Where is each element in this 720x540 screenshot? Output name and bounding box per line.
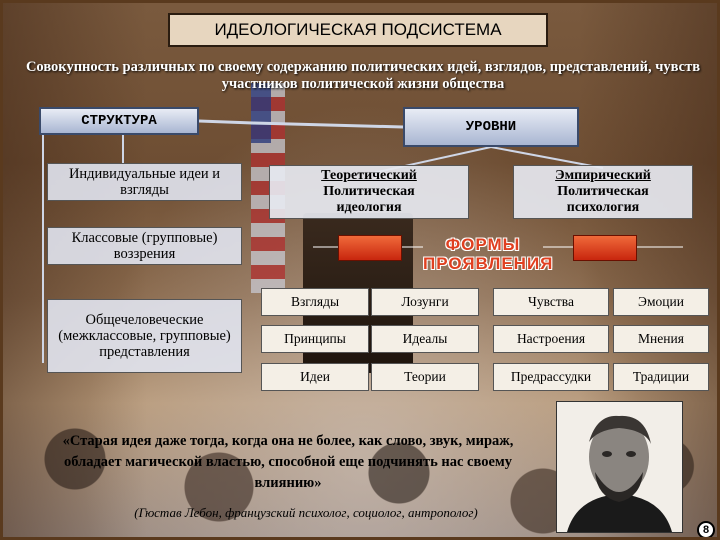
form-cell: Чувства [493,288,609,316]
definition-text: Совокупность различных по своему содержа… [25,59,701,92]
level-theoretical-line3: идеология [336,200,402,215]
level-empirical-title: Эмпирический [555,168,651,183]
portrait-drawing [557,402,682,532]
level-theoretical-title: Теоретический [321,168,417,183]
form-cell: Принципы [261,325,369,353]
flag-canton [251,83,271,143]
form-cell: Идеалы [371,325,479,353]
structure-item-class: Классовые (групповые) воззрения [47,227,242,265]
page-number: 8 [697,521,715,537]
page-title: ИДЕОЛОГИЧЕСКАЯ ПОДСИСТЕМА [168,13,548,47]
forms-heading-line2: ПРОЯВЛЕНИЯ [423,254,554,273]
structure-item-individual: Индивидуальные идеи и взгляды [47,163,242,201]
form-cell: Эмоции [613,288,709,316]
quote-author: (Гюстав Лебон, французский психолог, соц… [134,505,478,520]
level-theoretical-line2: Политическая [323,184,415,199]
form-cell: Взгляды [261,288,369,316]
form-cell: Настроения [493,325,609,353]
form-cell: Мнения [613,325,709,353]
level-theoretical: Теоретический Политическая идеология [269,165,469,219]
level-empirical: Эмпирический Политическая психология [513,165,693,219]
levels-label: УРОВНИ [403,107,579,147]
form-cell: Лозунги [371,288,479,316]
form-cell: Традиции [613,363,709,391]
form-cell: Теории [371,363,479,391]
quote-text: «Старая идея даже тогда, когда она не бо… [62,433,514,491]
arrow-theoretical [338,235,402,261]
form-cell: Предрассудки [493,363,609,391]
forms-heading: ФОРМЫ ПРОЯВЛЕНИЯ [423,235,554,273]
portrait-image [556,401,683,533]
structure-item-universal: Общечеловеческие (межклассовые, групповы… [47,299,242,373]
structure-label: СТРУКТУРА [39,107,199,135]
arrow-empirical [573,235,637,261]
level-empirical-line2: Политическая [557,184,649,199]
forms-heading-line1: ФОРМЫ [445,235,521,254]
form-cell: Идеи [261,363,369,391]
level-empirical-line3: психология [566,200,640,215]
